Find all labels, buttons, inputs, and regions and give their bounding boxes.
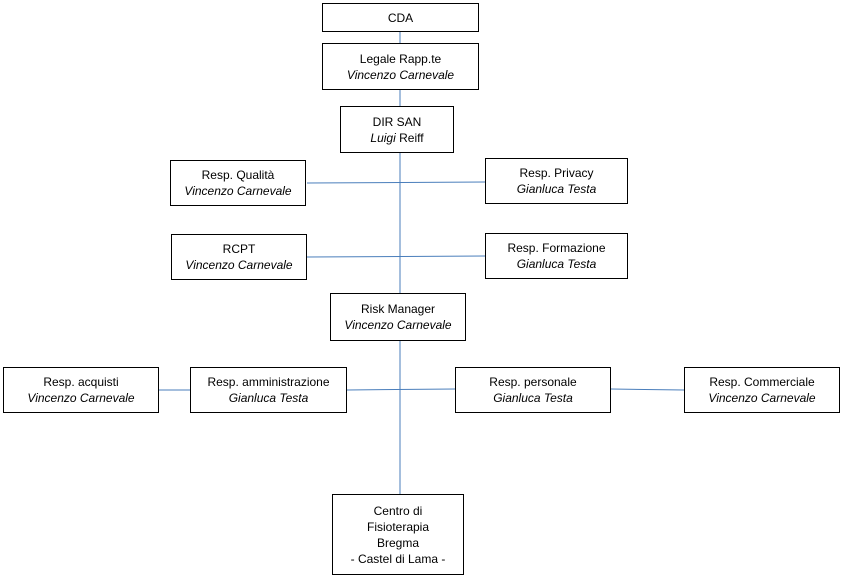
node-resp-formazione: Resp. Formazione Gianluca Testa [485, 233, 628, 279]
node-resp-amministrazione: Resp. amministrazione Gianluca Testa [190, 367, 347, 413]
node-risk-manager: Risk Manager Vincenzo Carnevale [330, 293, 466, 341]
connector-personale-commerciale [610, 388, 685, 391]
node-formazione-title: Resp. Formazione [507, 241, 606, 255]
node-formazione-name: Gianluca Testa [516, 257, 597, 271]
node-resp-commerciale: Resp. Commerciale Vincenzo Carnevale [684, 367, 840, 413]
node-cda-title: CDA [387, 10, 414, 25]
node-legale-name: Vincenzo Carnevale [346, 67, 455, 82]
node-resp-privacy: Resp. Privacy Gianluca Testa [485, 158, 628, 204]
node-commerciale-title: Resp. Commerciale [709, 375, 815, 389]
node-dirsan-name: Luigi Reiff [370, 130, 423, 146]
node-dir-san: DIR SAN Luigi Reiff [340, 106, 454, 153]
node-centro-line-3: Bregma [376, 535, 420, 550]
connector-rcpt-formazione [306, 255, 486, 258]
node-acquisti-name: Vincenzo Carnevale [27, 391, 135, 405]
node-personale-title: Resp. personale [489, 375, 577, 389]
node-risk-name: Vincenzo Carnevale [344, 318, 452, 332]
node-qualita-title: Resp. Qualità [201, 168, 275, 182]
node-dirsan-title: DIR SAN [372, 114, 422, 129]
node-dirsan-name-first: Luigi [370, 130, 396, 145]
node-acquisti-title: Resp. acquisti [43, 375, 119, 389]
node-qualita-name: Vincenzo Carnevale [184, 184, 292, 198]
node-commerciale-name: Vincenzo Carnevale [708, 391, 816, 405]
node-centro-line-4: - Castel di Lama - [350, 551, 446, 566]
connector-amministrazione-personale [346, 388, 456, 391]
node-rcpt-title: RCPT [222, 242, 256, 256]
node-resp-qualita: Resp. Qualità Vincenzo Carnevale [170, 160, 306, 206]
node-centro-line-1: Centro di [373, 503, 423, 518]
node-cda: CDA [322, 3, 479, 32]
node-amministrazione-name: Gianluca Testa [228, 391, 309, 405]
node-personale-name: Gianluca Testa [493, 391, 573, 405]
node-amministrazione-title: Resp. amministrazione [207, 375, 330, 389]
node-legale-rappresentante: Legale Rapp.te Vincenzo Carnevale [322, 43, 479, 90]
node-resp-personale: Resp. personale Gianluca Testa [455, 367, 611, 413]
node-resp-acquisti: Resp. acquisti Vincenzo Carnevale [3, 367, 159, 413]
node-rcpt-name: Vincenzo Carnevale [185, 258, 293, 272]
node-centro-fisioterapia: Centro di Fisioterapia Bregma - Castel d… [332, 494, 464, 575]
node-dirsan-name-last: Reiff [399, 130, 424, 145]
node-privacy-title: Resp. Privacy [519, 166, 594, 180]
node-privacy-name: Gianluca Testa [516, 182, 597, 196]
node-centro-line-2: Fisioterapia [366, 519, 430, 534]
node-legale-title: Legale Rapp.te [359, 51, 442, 66]
connector-qualita-privacy [306, 181, 486, 184]
node-risk-title: Risk Manager [360, 302, 436, 316]
node-rcpt: RCPT Vincenzo Carnevale [171, 234, 307, 280]
